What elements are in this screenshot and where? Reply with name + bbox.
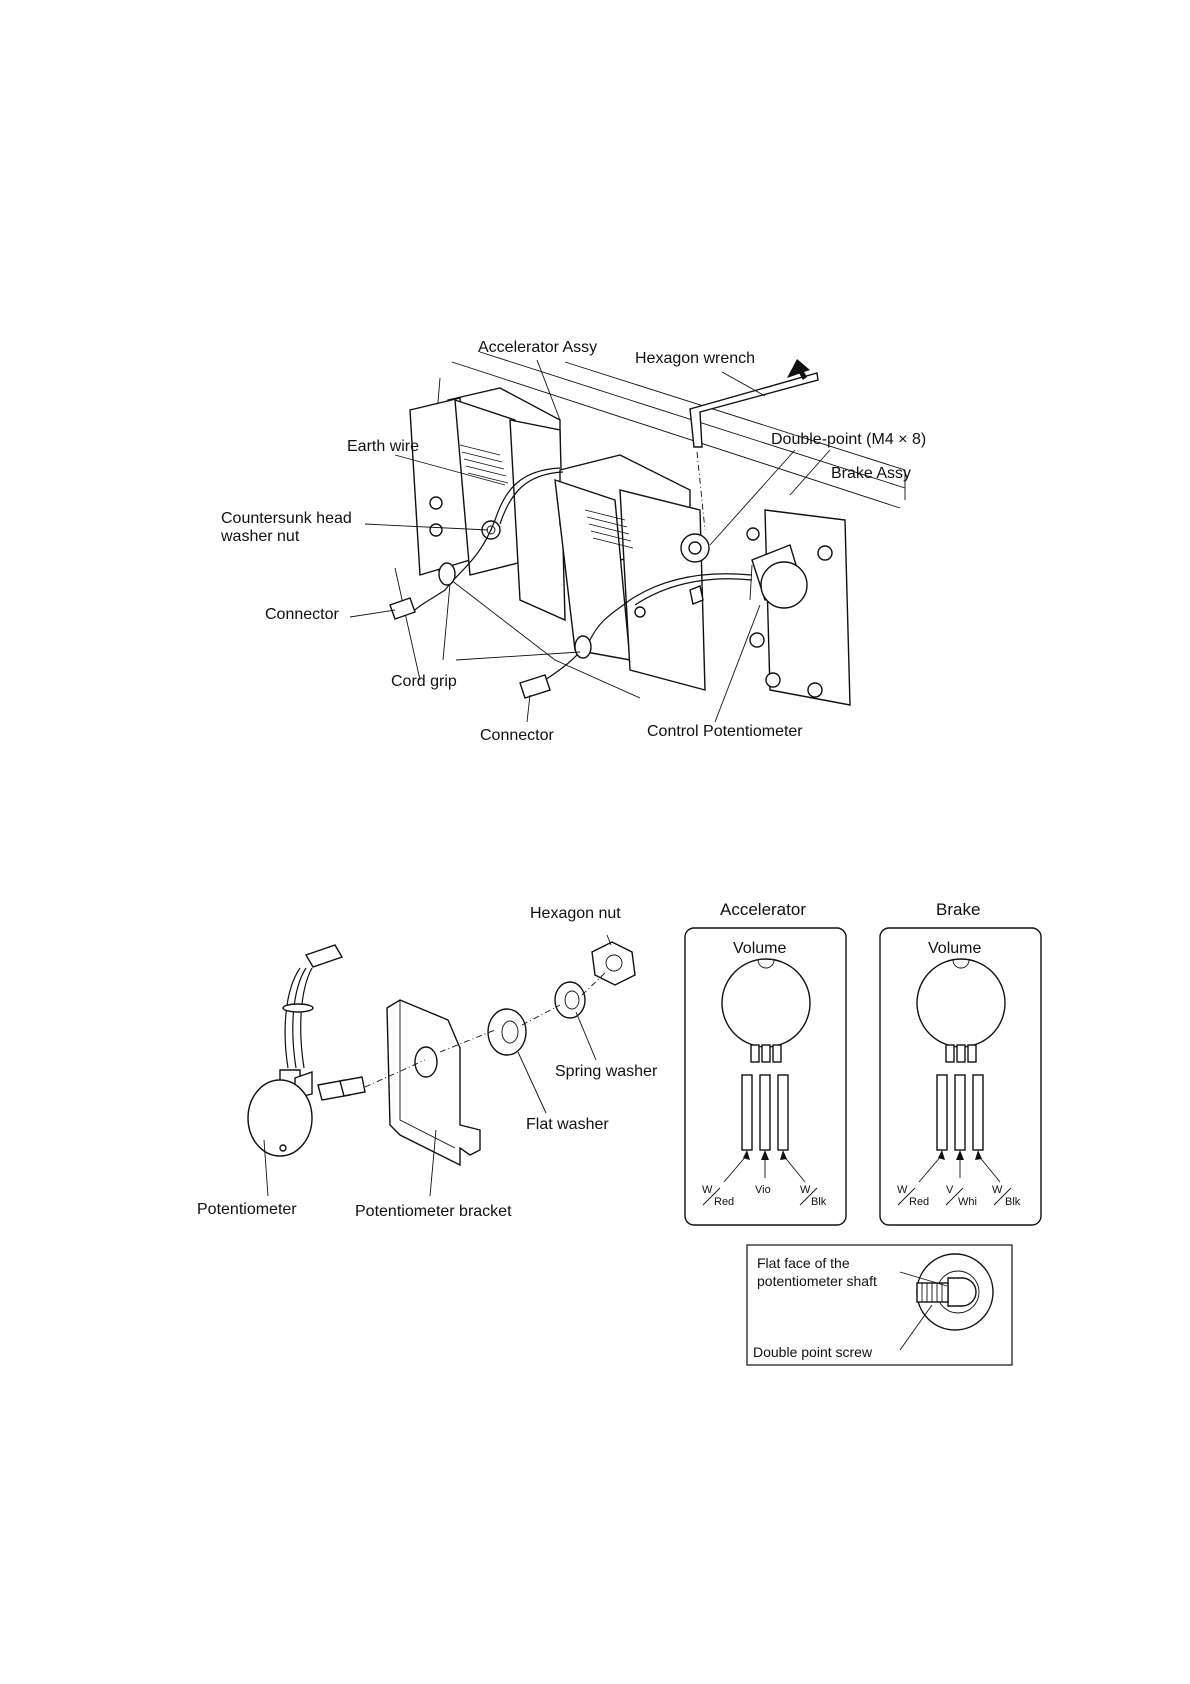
label-earth-wire: Earth wire xyxy=(347,438,419,455)
upper-assembly-illustration xyxy=(349,351,906,723)
label-cord-grip: Cord grip xyxy=(391,673,457,690)
connector-left-shape xyxy=(389,597,416,620)
label-potentiometer: Potentiometer xyxy=(197,1201,297,1218)
label-connector-left: Connector xyxy=(265,606,339,623)
label-accelerator-assy: Accelerator Assy xyxy=(478,339,597,356)
volume-label-brake: Volume xyxy=(928,940,981,957)
label-double-point-screw: Double point screw xyxy=(753,1344,873,1360)
wire-top-brk-2: V xyxy=(946,1184,954,1196)
label-control-potentiometer: Control Potentiometer xyxy=(647,723,803,740)
label-flat-washer: Flat washer xyxy=(526,1116,609,1133)
label-flat-face-line2: potentiometer shaft xyxy=(757,1273,877,1289)
label-brake-assy: Brake Assy xyxy=(831,465,911,482)
volume-label-accelerator: Volume xyxy=(733,940,786,957)
wire-bottom-brk-2: Whi xyxy=(958,1196,977,1208)
wire-top-acc-1: W xyxy=(702,1184,713,1196)
shaft-flat-face xyxy=(947,1277,977,1307)
brake-wiring-panel: Brake Volume W Red V Whi W Blk xyxy=(879,900,1042,1226)
wire-top-acc-3: W xyxy=(800,1184,811,1196)
wire-top-brk-1: W xyxy=(897,1184,908,1196)
wire-bottom-acc-2: Vio xyxy=(755,1184,771,1196)
label-countersunk-line2: washer nut xyxy=(220,528,300,545)
volume-knob-accelerator xyxy=(721,958,811,1048)
spring-washer-shape xyxy=(554,981,586,1019)
wire-bottom-brk-3: Blk xyxy=(1005,1196,1021,1208)
label-spring-washer: Spring washer xyxy=(555,1063,658,1080)
connector-bottom-shape xyxy=(519,674,551,699)
cord-grip-right xyxy=(574,635,592,659)
flat-washer-shape xyxy=(487,1008,527,1056)
volume-knob-brake xyxy=(916,958,1006,1048)
label-hexagon-wrench: Hexagon wrench xyxy=(635,350,755,367)
shaft-detail-box xyxy=(746,1244,1013,1366)
exploded-view-illustration xyxy=(247,934,636,1197)
label-countersunk-line1: Countersunk head xyxy=(221,510,352,527)
accelerator-assy xyxy=(409,387,566,622)
panel-title-accelerator: Accelerator xyxy=(720,900,806,919)
double-point-screw-shape xyxy=(916,1282,949,1303)
potentiometer-bracket-shape xyxy=(386,999,481,1167)
wire-bottom-brk-1: Red xyxy=(909,1196,929,1208)
wire-top-brk-3: W xyxy=(992,1184,1003,1196)
hexagon-nut-shape xyxy=(591,941,636,986)
wire-bottom-acc-3: Blk xyxy=(811,1196,827,1208)
cord-clamp xyxy=(689,585,704,605)
label-double-point: Double-point (M4 × 8) xyxy=(771,431,926,448)
cord-grip-left xyxy=(438,562,456,586)
label-potentiometer-bracket: Potentiometer bracket xyxy=(355,1203,512,1220)
panel-title-brake: Brake xyxy=(936,900,980,919)
control-potentiometer xyxy=(749,544,808,609)
label-hexagon-nut: Hexagon nut xyxy=(530,905,621,922)
wire-harness xyxy=(414,467,753,681)
wire-bottom-acc-1: Red xyxy=(714,1196,734,1208)
label-flat-face-line1: Flat face of the xyxy=(757,1255,850,1271)
hexagon-wrench-shape xyxy=(689,372,819,448)
accelerator-wiring-panel: Accelerator Volume W Red Vio W Blk xyxy=(684,900,847,1226)
potentiometer-shape xyxy=(247,944,366,1157)
label-connector-bottom: Connector xyxy=(480,727,554,744)
up-arrow-icon xyxy=(787,359,810,380)
